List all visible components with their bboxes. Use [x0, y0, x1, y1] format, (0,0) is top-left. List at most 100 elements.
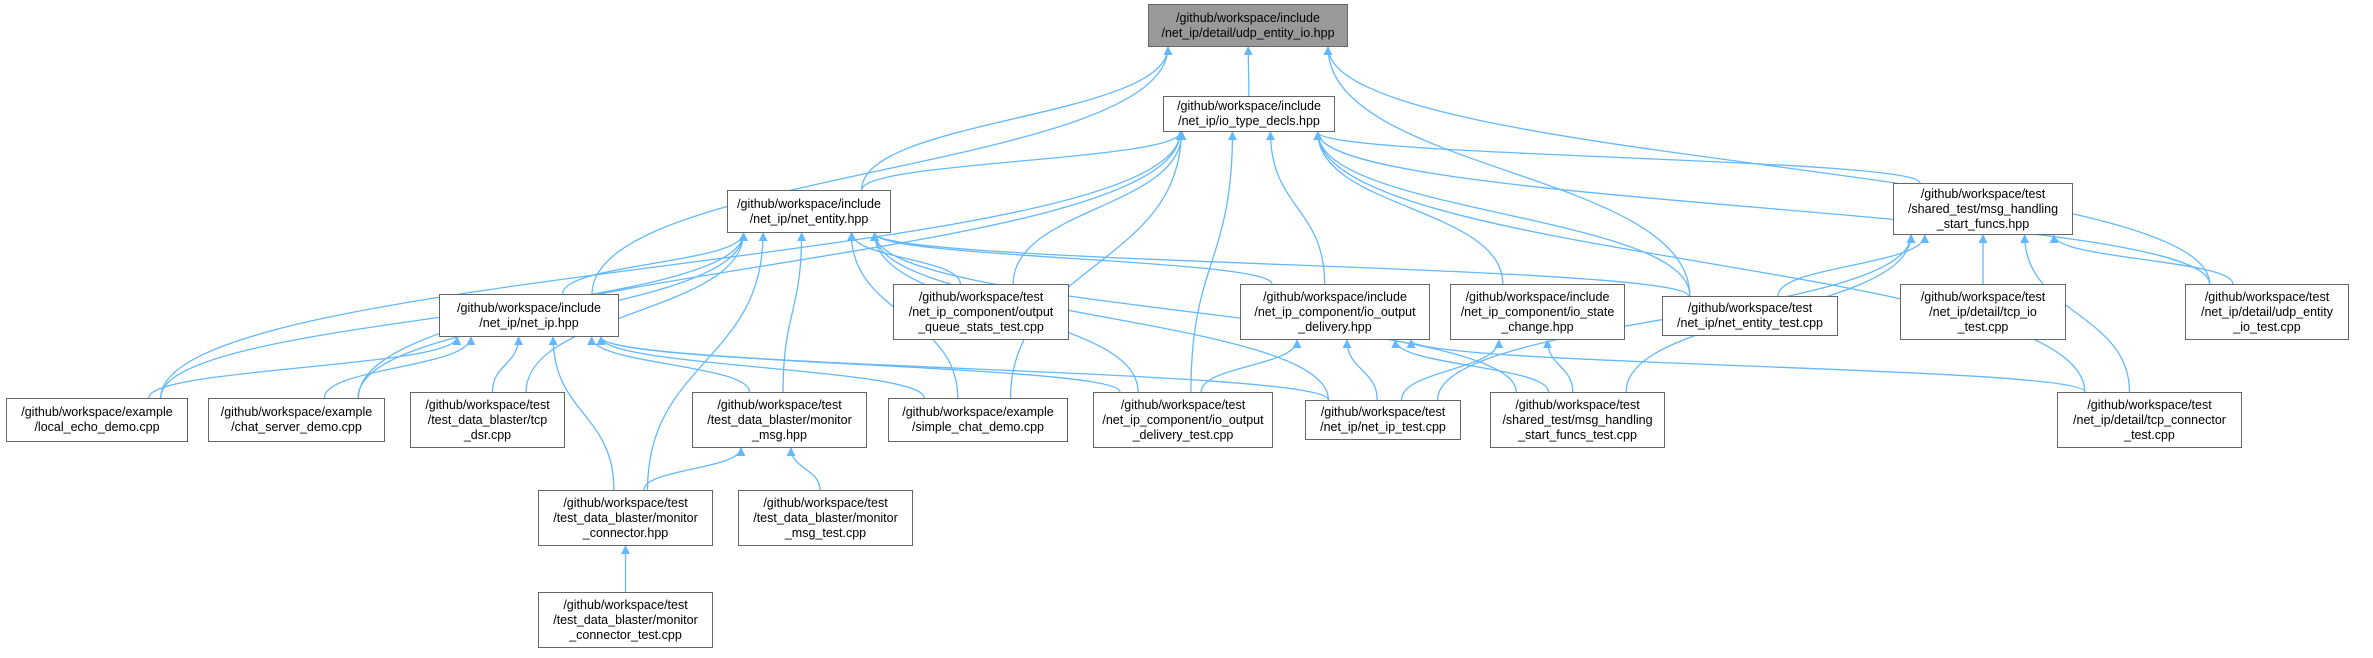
node-simple-chat-demo-cpp[interactable]: /github/workspace/example /simple_chat_d… [888, 398, 1068, 442]
node-line: /github/workspace/include [1177, 99, 1321, 113]
node-line: /github/workspace/test [1920, 289, 2046, 304]
node-line: /github/workspace/test [563, 495, 688, 510]
edge-io-output-delivery-test-to-io-output-delivery [1200, 339, 1302, 393]
node-io-output-delivery-test-cpp[interactable]: /github/workspace/test /net_ip_component… [1093, 392, 1273, 448]
edge-local-echo-demo-to-io-type-decls [160, 131, 1185, 399]
edge-tcp-dsr-to-net-ip [491, 336, 524, 393]
edge-tcp-connector-test-to-io-output-delivery [1406, 339, 2086, 393]
node-line: /github/workspace/test [2087, 397, 2212, 412]
node-line: /github/workspace/include [1465, 289, 1610, 304]
node-line: _connector.hpp [582, 525, 669, 540]
node-local-echo-demo-cpp[interactable]: /github/workspace/example /local_echo_de… [6, 398, 188, 442]
node-line: _msg.hpp [752, 427, 807, 442]
node-line: /net_ip_component/io_output [1102, 412, 1264, 427]
edge-io-output-delivery-to-io-type-decls [1266, 131, 1326, 285]
node-udp-entity-io-hpp[interactable]: /github/workspace/include /net_ip/detail… [1148, 4, 1348, 47]
node-line: _queue_stats_test.cpp [918, 319, 1044, 334]
node-chat-server-demo-cpp[interactable]: /github/workspace/example /chat_server_d… [208, 398, 385, 442]
edge-simple-chat-demo-to-io-type-decls [1009, 131, 1186, 399]
node-line: /github/workspace/include [457, 300, 601, 315]
node-net-entity-test-cpp[interactable]: /github/workspace/test /net_ip/net_entit… [1662, 296, 1838, 336]
node-msg-handling-start-funcs-hpp[interactable]: /github/workspace/test /shared_test/msg_… [1893, 183, 2073, 235]
edge-msg-handling-start-funcs-test-to-io-output-delivery [1391, 339, 1550, 393]
edge-net-ip-test-to-net-entity [870, 232, 1330, 401]
edge-chat-server-demo-to-io-type-decls [357, 131, 1185, 399]
edge-monitor-connector-to-monitor-msg [643, 447, 746, 491]
node-line: /github/workspace/test [1120, 397, 1246, 412]
node-line: /github/workspace/test [563, 597, 688, 612]
edge-monitor-msg-to-net-entity [782, 232, 807, 393]
node-tcp-connector-test-cpp[interactable]: /github/workspace/test /net_ip/detail/tc… [2057, 392, 2242, 448]
edge-msg-handling-start-funcs-test-to-io-state-change [1543, 339, 1574, 393]
edge-output-queue-stats-test-to-net-entity [847, 232, 962, 285]
edge-tcp-dsr-to-net-entity [525, 232, 748, 393]
edge-net-entity-test-to-net-entity [870, 232, 1690, 297]
node-line: /net_ip_component/io_output [1254, 304, 1416, 319]
node-line: /github/workspace/include [1176, 10, 1320, 25]
edge-net-entity-to-io-type-decls [861, 131, 1185, 191]
edge-monitor-msg-to-net-ip [587, 336, 751, 393]
edge-msg-handling-start-funcs-to-io-type-decls [1313, 131, 1921, 184]
node-line: /github/workspace/test [717, 397, 842, 412]
node-tcp-dsr-cpp[interactable]: /github/workspace/test /test_data_blaste… [410, 392, 565, 448]
node-net-entity-hpp[interactable]: /github/workspace/include /net_ip/net_en… [727, 190, 891, 233]
edge-layer [148, 46, 2234, 593]
node-monitor-msg-hpp[interactable]: /github/workspace/test /test_data_blaste… [692, 392, 867, 448]
node-line: /net_ip_component/io_state [1460, 304, 1615, 319]
node-line: /github/workspace/test [425, 397, 550, 412]
node-line: /test_data_blaster/tcp [427, 412, 548, 427]
edge-udp-entity-io-test-to-msg-handling-start-funcs [2049, 234, 2234, 285]
node-tcp-io-test-cpp[interactable]: /github/workspace/test /net_ip/detail/tc… [1900, 284, 2066, 340]
node-line: /net_ip_component/output [908, 304, 1054, 319]
node-line: _start_funcs_test.cpp [1518, 427, 1637, 442]
node-net-ip-hpp[interactable]: /github/workspace/include /net_ip/net_ip… [439, 294, 619, 337]
node-line: /github/workspace/test [1515, 397, 1640, 412]
node-line: /net_ip/detail/udp_entity_io.hpp [1161, 25, 1335, 40]
node-line: /github/workspace/test [1687, 301, 1813, 315]
node-monitor-connector-test-cpp[interactable]: /github/workspace/test /test_data_blaste… [538, 592, 713, 648]
edge-tcp-connector-test-to-io-type-decls [1313, 131, 2086, 393]
node-msg-handling-start-funcs-test-cpp[interactable]: /github/workspace/test /shared_test/msg_… [1490, 392, 1665, 448]
node-line: /github/workspace/include [1263, 289, 1407, 304]
node-line: /github/workspace/include [737, 196, 881, 211]
node-line: /chat_server_demo.cpp [231, 420, 362, 434]
node-io-output-delivery-hpp[interactable]: /github/workspace/include /net_ip_compon… [1240, 284, 1430, 340]
edge-net-entity-to-udp-entity-io [861, 46, 1173, 191]
node-line: /net_ip/net_entity.hpp [749, 211, 869, 226]
edge-net-ip-to-net-entity [561, 232, 748, 295]
node-line: /local_echo_demo.cpp [34, 420, 160, 434]
node-udp-entity-io-test-cpp[interactable]: /github/workspace/test /net_ip/detail/ud… [2185, 284, 2349, 340]
node-line: /net_ip/detail/udp_entity [2200, 304, 2334, 319]
node-io-type-decls-hpp[interactable]: /github/workspace/include /net_ip/io_typ… [1163, 96, 1335, 132]
node-net-ip-test-cpp[interactable]: /github/workspace/test /net_ip/net_ip_te… [1305, 400, 1461, 440]
node-line: _change.hpp [1501, 319, 1574, 334]
node-line: /net_ip/detail/tcp_io [1929, 304, 2037, 319]
edge-io-output-delivery-to-net-entity [870, 232, 1273, 285]
edge-chat-server-demo-to-net-ip [323, 336, 476, 399]
edge-monitor-msg-test-to-monitor-msg [786, 447, 821, 491]
edge-tcp-connector-test-to-msg-handling-start-funcs [2020, 234, 2131, 393]
node-line: /github/workspace/test [1320, 405, 1446, 419]
node-line: /net_ip/net_entity_test.cpp [1677, 316, 1823, 330]
node-output-queue-stats-test-cpp[interactable]: /github/workspace/test /net_ip_component… [893, 284, 1069, 340]
node-line: /net_ip/net_ip_test.cpp [1320, 420, 1446, 434]
edge-simple-chat-demo-to-net-ip [596, 336, 925, 399]
edge-net-entity-test-to-io-type-decls [1313, 131, 1691, 297]
node-line: /shared_test/msg_handling [1907, 201, 2059, 216]
edge-net-entity-test-to-udp-entity-io [1323, 46, 1691, 297]
edge-net-entity-test-to-msg-handling-start-funcs [1777, 234, 1930, 297]
node-monitor-msg-test-cpp[interactable]: /github/workspace/test /test_data_blaste… [738, 490, 913, 546]
node-line: /github/workspace/example [220, 405, 373, 419]
edge-udp-entity-io-test-to-udp-entity-io [1323, 46, 2211, 285]
node-line: _dsr.cpp [463, 427, 512, 442]
node-line: /shared_test/msg_handling [1502, 412, 1653, 427]
edge-io-output-delivery-test-to-net-ip [596, 336, 1121, 393]
node-line: _io_test.cpp [2233, 319, 2301, 334]
node-monitor-connector-hpp[interactable]: /github/workspace/test /test_data_blaste… [538, 490, 713, 546]
node-line: /github/workspace/example [21, 405, 173, 419]
node-line: /github/workspace/test [918, 289, 1044, 304]
node-line: _delivery_test.cpp [1132, 427, 1234, 442]
node-io-state-change-hpp[interactable]: /github/workspace/include /net_ip_compon… [1450, 284, 1625, 340]
node-line: /net_ip/net_ip.hpp [479, 315, 579, 330]
node-line: /github/workspace/test [1920, 186, 2046, 201]
